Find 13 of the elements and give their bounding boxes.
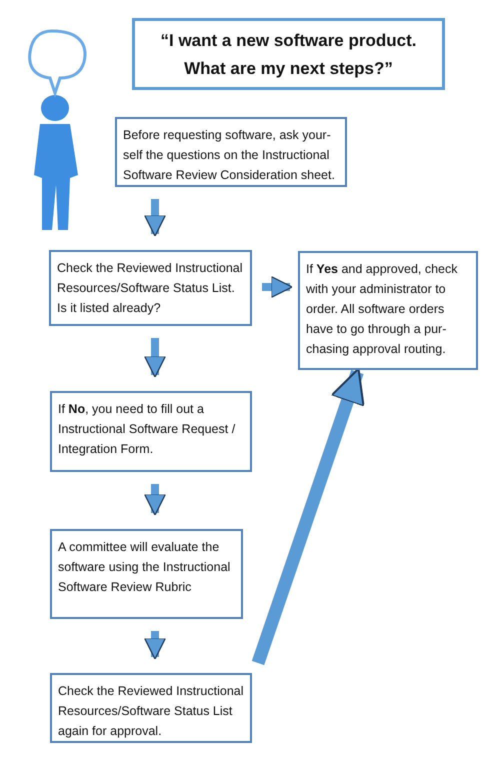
arrow [144, 338, 166, 378]
arrow [144, 631, 166, 660]
arrow [144, 199, 166, 237]
arrow [144, 484, 166, 516]
arrow [252, 368, 365, 666]
process-box: If No, you need to fill out a Instructional Software Request / Integration Form. [50, 391, 252, 472]
process-box: Check the Reviewed Instructional Resources/Software Status List again for approval. [50, 673, 252, 743]
process-box: If Yes and approved, check with your administrator to order. All software orders have to go through a pur-chasing approval routing. [298, 251, 478, 370]
process-box: Before requesting software, ask your-self the questions on the Instructional Software Review Consideration sheet. [115, 117, 347, 187]
title-box: “I want a new software product. What are my next steps?” [132, 18, 445, 90]
process-box: Check the Reviewed Instructional Resources/Software Status List. Is it listed already? [49, 250, 252, 326]
arrow [262, 276, 293, 298]
process-box: A committee will evaluate the software using the Instructional Software Review Rubric [50, 529, 243, 619]
